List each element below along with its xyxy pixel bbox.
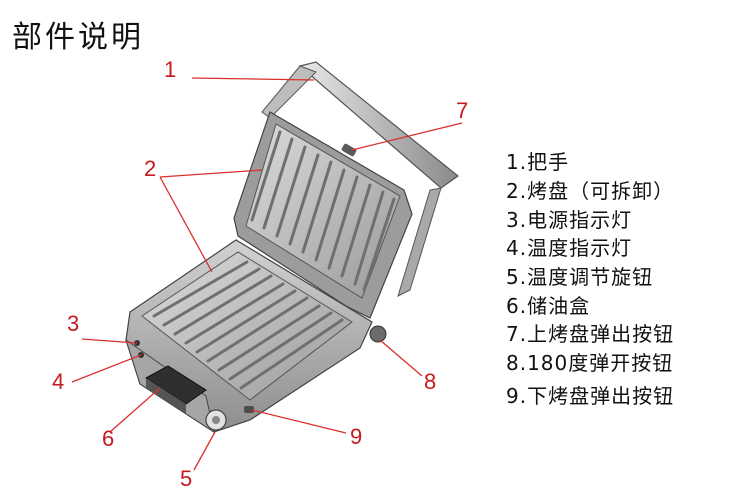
callout-1: 1: [164, 57, 176, 82]
leader-5: [193, 431, 216, 471]
legend-item-lower-release: 9.下烤盘弹出按钮: [506, 384, 675, 408]
callout-3: 3: [67, 311, 79, 336]
grill-illustration: [125, 61, 459, 434]
callout-9: 9: [350, 424, 362, 449]
lower-release-button: [244, 406, 254, 413]
callout-numbers: 1 2 3 4 5 6 7 8 9: [52, 57, 468, 491]
page-title: 部件说明: [12, 20, 144, 55]
callout-6: 6: [102, 426, 114, 451]
leader-1: [191, 77, 315, 81]
legend-item-grill-plate: 2.烤盘（可拆卸）: [506, 179, 675, 203]
legend-item-hinge-button: 8.180度弹开按钮: [506, 351, 674, 375]
legend-item-drip-tray: 6.储油盒: [506, 294, 591, 318]
callout-8: 8: [424, 369, 436, 394]
leader-8: [379, 339, 423, 377]
callout-4: 4: [52, 369, 64, 394]
handle-arm-right: [397, 187, 442, 297]
lower-plate: [141, 251, 353, 401]
lower-plate-ribs: [152, 260, 344, 390]
legend-item-handle: 1.把手: [506, 150, 570, 174]
leader-3: [81, 338, 138, 344]
callout-7: 7: [456, 98, 468, 123]
leader-7: [351, 122, 463, 151]
drip-tray-front: [146, 378, 186, 414]
callout-2: 2: [144, 156, 156, 181]
legend-item-temp-knob: 5.温度调节旋钮: [506, 265, 654, 289]
upper-plate-ribs: [250, 130, 396, 292]
upper-release-button: [341, 143, 357, 157]
temperature-knob-cap: [212, 416, 220, 424]
legend-item-upper-release: 7.上烤盘弹出按钮: [506, 322, 675, 346]
leader-6: [109, 387, 161, 433]
handle-arm-left: [261, 65, 317, 119]
leader-2b: [159, 176, 213, 273]
handle-bar: [298, 61, 459, 189]
legend-item-power-light: 3.电源指示灯: [506, 208, 633, 232]
hinge-knob: [369, 325, 387, 343]
leader-2a: [159, 169, 263, 178]
leader-lines: [71, 77, 463, 471]
leader-4: [71, 354, 142, 383]
callout-5: 5: [180, 466, 192, 491]
leader-9: [251, 409, 347, 434]
legend-item-temp-light: 4.温度指示灯: [506, 236, 633, 260]
